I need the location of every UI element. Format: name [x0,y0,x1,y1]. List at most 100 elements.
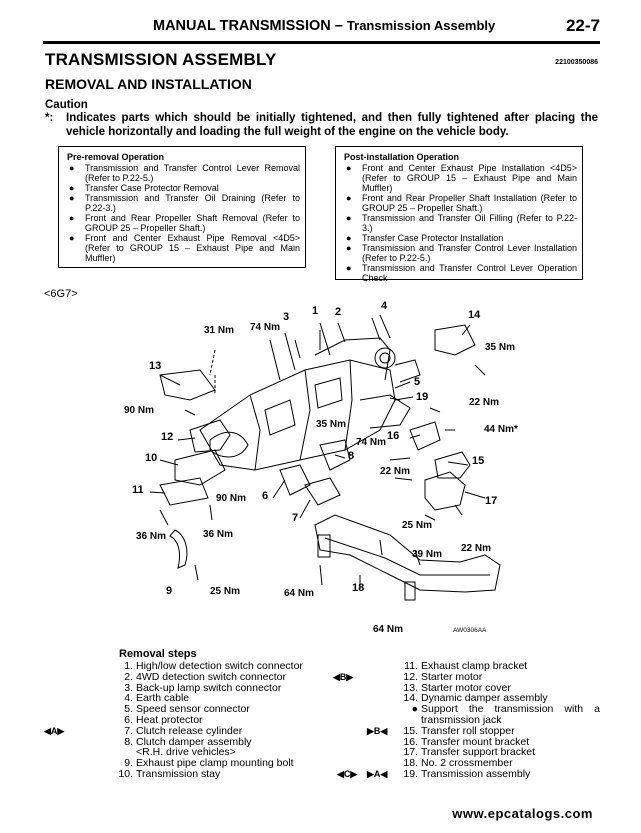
step-number: 14. [403,692,418,705]
list-item: ●Transfer Case Protector Installation [344,233,577,243]
starter-motor [189,419,231,453]
list-item: 4.Earth cable [105,693,305,704]
crossmember [314,514,501,593]
bullet-icon: ● [346,243,352,253]
torque-label: 64 Nm [284,588,315,599]
page-header: MANUAL TRANSMISSION – Transmission Assem… [43,16,600,38]
figure-code: AW0306AA [453,627,487,634]
header-title: MANUAL TRANSMISSION – Transmission Assem… [153,18,495,34]
callout-number: 4 [381,300,388,312]
list-item: 17.Transfer support bracket [390,747,600,758]
torque-label: 31 Nm [204,325,235,336]
removal-steps-right: 11.Exhaust clamp bracket 12.Starter moto… [390,661,600,780]
torque-label: 64 Nm [373,624,404,635]
step-number: 11. [404,660,418,672]
step-number: 18. [403,757,418,770]
step-text: Transfer roll stopper [421,724,515,737]
service-mark-b-install: ▶B◀ [367,726,388,736]
list-item: ● Front and Rear Propeller Shaft Installa… [344,193,577,213]
callout-number: 8 [348,450,355,462]
engine-model-tag: <6G7> [44,288,78,300]
list-item: <R.H. drive vehicles> [105,747,305,758]
service-mark-c: ◀C▶ [337,769,358,779]
step-text: Dynamic damper assembly [421,692,548,705]
starter-cover [159,369,216,401]
service-mark-b: ◀B▶ [333,672,354,682]
step-number: 12. [403,670,418,683]
callout-number: 5 [414,376,421,388]
post-installation-box: Post-installation Operation ●Front and C… [335,146,583,283]
support-bracket [424,471,466,511]
list-item-text: Front and Rear Propeller Shaft Installat… [362,193,577,213]
step-text: Starter motor [421,670,483,683]
bullet-icon: ● [411,703,418,716]
list-item: ●Front and Rear Propeller Shaft Removal … [67,213,300,233]
step-number: 10. [118,767,133,780]
callout-number: 16 [387,430,400,442]
torque-label: 74 Nm [356,437,387,448]
callout-number: 6 [262,490,269,502]
step-text: Heat protector [136,713,203,726]
list-item: 12.Starter motor [390,670,600,683]
bullet-icon: ● [69,183,75,193]
list-item: ●Transmission and Transfer Control Lever… [67,163,300,183]
callout-number: 3 [283,311,290,323]
step-number: 15. [403,724,418,737]
torque-label: 35 Nm [485,342,516,353]
list-item-text: Front and Center Exhaust Pipe Installati… [362,163,577,193]
bullet-icon: ● [346,193,352,203]
caution-marker: *: [45,112,54,124]
header-separator: – [334,18,343,34]
bullet-icon: ● [69,163,75,173]
service-mark-a: ◀A▶ [44,726,65,736]
callout-number: 1 [312,305,319,317]
list-item: ●Front and Center Exhaust Pipe Installat… [344,163,577,193]
step-text: Starter motor cover [421,681,511,694]
list-item: ● Transfer Case Protector Removal [67,183,300,193]
step-text: Back-up lamp switch connector [136,681,282,694]
list-item: 16.Transfer mount bracket [390,735,600,748]
torque-label: 22 Nm [469,397,500,408]
step-number: 13. [403,681,418,694]
torque-label: 22 Nm [380,466,411,477]
callout-number: 9 [166,585,173,597]
step-text: Clutch damper assembly [136,735,252,748]
torque-label: 39 Nm [412,549,443,560]
step-text: Transfer support bracket [421,746,535,759]
list-item: 6.Heat protector [105,715,305,726]
step-text: Transmission assembly [421,767,531,780]
step-number: 8. [124,735,133,748]
list-item: 14.Dynamic damper assembly [390,693,600,704]
list-item-text: Front and Rear Propeller Shaft Removal (… [85,213,300,233]
list-item-text: Transmission and Transfer Oil Filling (R… [362,213,577,233]
list-item-text: Transfer Case Protector Removal [85,183,219,193]
transfer-case [314,337,391,381]
header-section: MANUAL TRANSMISSION [153,18,331,34]
list-item: 13.Starter motor cover [390,681,600,694]
step-text: Earth cable [136,692,190,705]
list-item: ●Front and Center Exhaust Pipe Removal <… [67,233,300,263]
callout-number: 10 [145,452,158,464]
step-text: <R.H. drive vehicles> [136,746,236,759]
step-text: Clutch release cylinder [136,724,243,737]
step-text: Support the transmission with a transmis… [421,703,600,726]
torque-label: 74 Nm [250,322,281,333]
step-number: 2. [124,670,133,683]
step-number: 1. [124,660,133,672]
bullet-icon: ● [346,263,352,273]
list-item: 7.Clutch release cylinder [105,724,305,737]
list-item: ●Transmission and Transfer Control Lever… [344,243,577,263]
list-item: 19.Transmission assembly [390,769,600,780]
dynamic-damper [434,324,476,356]
step-text: Transfer mount bracket [421,735,530,748]
torque-label: 22 Nm [461,543,492,554]
step-number: 17. [403,746,418,759]
step-text: Transmission stay [136,767,221,780]
list-item: ●Transmission and Transfer Oil Filling (… [344,213,577,233]
list-item: 10.Transmission stay [105,769,305,780]
list-item-text: Transmission and Transfer Control Lever … [362,263,577,283]
list-item: ●Support the transmission with a transmi… [390,704,600,726]
transmission-body [199,359,396,471]
step-number: 4. [124,692,133,705]
header-rule [43,41,600,44]
